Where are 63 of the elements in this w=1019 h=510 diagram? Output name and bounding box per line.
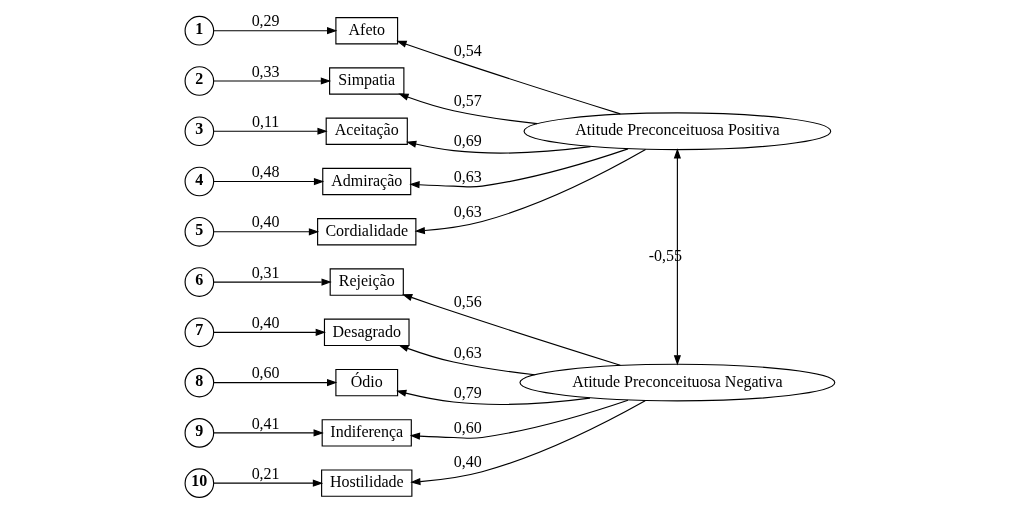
edge-label: 0,48 [251,162,280,180]
node-box: Simpatia [328,66,404,95]
edge-label: 0,31 [251,263,280,281]
node-circle: 10 [184,467,214,498]
edge-label: 0,41 [251,414,280,432]
edge-label: 0,63 [453,202,482,220]
edge-label: 0,63 [453,167,482,185]
edge-label: 0,33 [251,62,280,80]
arrow [395,40,621,114]
node-circle: 1 [184,15,214,46]
node-box: Hostilidade [320,468,412,497]
arrow [408,147,629,188]
arrow [409,399,629,440]
node-circle: 6 [184,266,214,297]
node-box: Cordialidade [316,217,416,245]
arrow [212,428,324,436]
edge-label: 0,40 [453,452,482,470]
arrow [409,399,646,485]
node-box: Aceitação [325,117,408,145]
node-box: Admiração [321,167,411,195]
node-circle: 8 [184,367,214,397]
arrow [405,140,591,154]
arrow [397,344,535,375]
edge-label: 0,40 [251,313,280,331]
arrow [414,148,646,234]
edge-label: 0,57 [453,91,482,109]
edge-label: 0,21 [251,464,280,482]
edge-label: 0,54 [453,41,482,59]
node-box: Ódio [334,368,398,396]
node-box: Desagrado [323,318,410,346]
arrow [212,127,328,135]
edge-label: 0,69 [453,131,482,149]
arrow [212,227,319,235]
node-ellipse: Atitude Preconceituosa Positiva [523,111,831,150]
arrow [395,389,591,405]
node-circle: 9 [184,417,214,448]
arrow [401,293,621,366]
edge-label: 0,60 [453,418,482,436]
arrow [212,479,323,487]
node-circle: 5 [184,216,214,247]
edge-label: 0,11 [251,112,279,130]
node-box: Indiferença [321,418,412,447]
node-ellipse: Atitude Preconceituosa Negativa [518,363,835,401]
arrow [212,328,326,336]
node-box: Afeto [334,16,398,44]
edge-label: 0,79 [453,383,482,401]
arrow [397,93,538,124]
edge-label: 0,63 [453,343,482,361]
node-circle: 4 [184,166,214,196]
arrow [212,26,337,34]
arrow [673,147,681,365]
node-circle: 2 [184,65,214,96]
edge-label: 0,29 [251,11,280,29]
arrow [212,177,324,185]
node-circle: 7 [184,317,214,347]
edge-label: 0,56 [453,292,482,310]
edge-label: 0,60 [251,363,280,381]
arrow [212,277,332,286]
node-circle: 3 [184,115,214,146]
node-box: Rejeição [329,267,404,296]
edge-label: 0,40 [251,212,280,230]
arrow [212,378,337,386]
arrow [212,76,331,85]
